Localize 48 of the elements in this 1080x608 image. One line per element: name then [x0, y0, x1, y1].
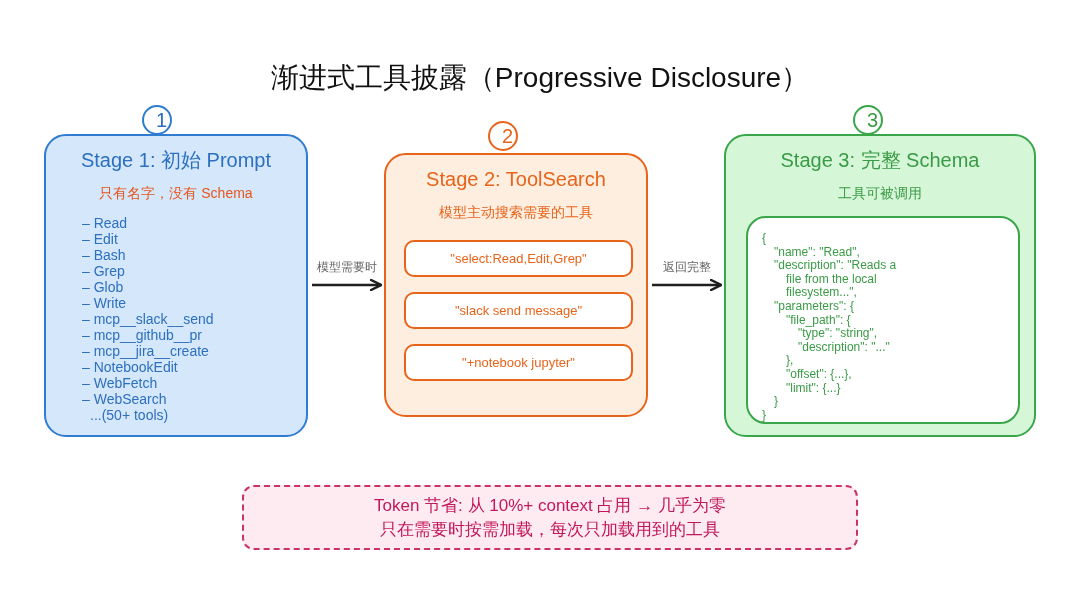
note-text: Token 节省: 从 10%+ context 占用 → 几乎为零	[374, 494, 726, 517]
tool-list-item: – mcp__jira__create	[82, 343, 210, 359]
edge-label: 模型需要时	[315, 259, 378, 275]
tool-list-item: – Write	[82, 295, 128, 311]
tool-list-item: – Grep	[82, 263, 126, 279]
code-line: "description": "..."	[798, 340, 890, 355]
tool-list-item: – Read	[82, 215, 129, 231]
code-line: "description": "Reads a	[774, 259, 897, 273]
code-line: "offset": {...},	[786, 367, 852, 382]
code-line: },	[786, 354, 794, 368]
code-line: }	[774, 395, 778, 409]
tool-list-item: – Bash	[82, 247, 127, 263]
stage-subtitle: 只有名字，没有 Schema	[98, 184, 254, 202]
summary-note-box	[242, 485, 858, 550]
code-line: filesystem...",	[786, 286, 857, 300]
tool-list-item: – mcp__github__pr	[82, 327, 203, 343]
stage-title: Stage 2: ToolSearch	[425, 167, 607, 191]
arrow	[652, 278, 723, 292]
tool-list-item: – Glob	[82, 279, 125, 295]
tool-list-item: – Edit	[82, 231, 119, 247]
tool-list-item: – mcp__slack__send	[82, 311, 214, 327]
stage-title: Stage 3: 完整 Schema	[779, 148, 981, 172]
tool-list-item: – WebSearch	[82, 391, 168, 407]
diagram-title: 渐进式工具披露（Progressive Disclosure）	[269, 61, 811, 95]
code-line: "limit": {...}	[786, 381, 841, 396]
code-line: file from the local	[786, 272, 877, 287]
tool-list-item: – NotebookEdit	[82, 359, 179, 375]
stage-card	[724, 134, 1036, 437]
code-line: "parameters": {	[774, 299, 854, 314]
code-line: }	[762, 408, 766, 423]
code-panel	[746, 216, 1020, 424]
arrow	[312, 278, 383, 292]
edge-label: 返回完整	[661, 259, 712, 275]
stage-subtitle: 模型主动搜索需要的工具	[438, 203, 594, 221]
stage-card	[384, 153, 648, 417]
code-line: "file_path": {	[786, 313, 851, 328]
search-query-box: "+notebook jupyter"	[404, 344, 633, 381]
stage-title: Stage 1: 初始 Prompt	[79, 148, 273, 172]
stage-subtitle: 工具可被调用	[837, 184, 923, 202]
code-line: {	[762, 232, 766, 246]
code-line: "type": "string",	[798, 327, 878, 341]
tool-list-item: – WebFetch	[82, 375, 159, 391]
stage-card	[44, 134, 308, 437]
note-text: 只在需要时按需加载，每次只加载用到的工具	[380, 518, 720, 541]
search-query-box: "select:Read,Edit,Grep"	[404, 240, 633, 277]
search-query-box: "slack send message"	[404, 292, 633, 329]
code-line: "name": "Read",	[774, 245, 860, 260]
tool-list-item: ...(50+ tools)	[89, 407, 170, 423]
